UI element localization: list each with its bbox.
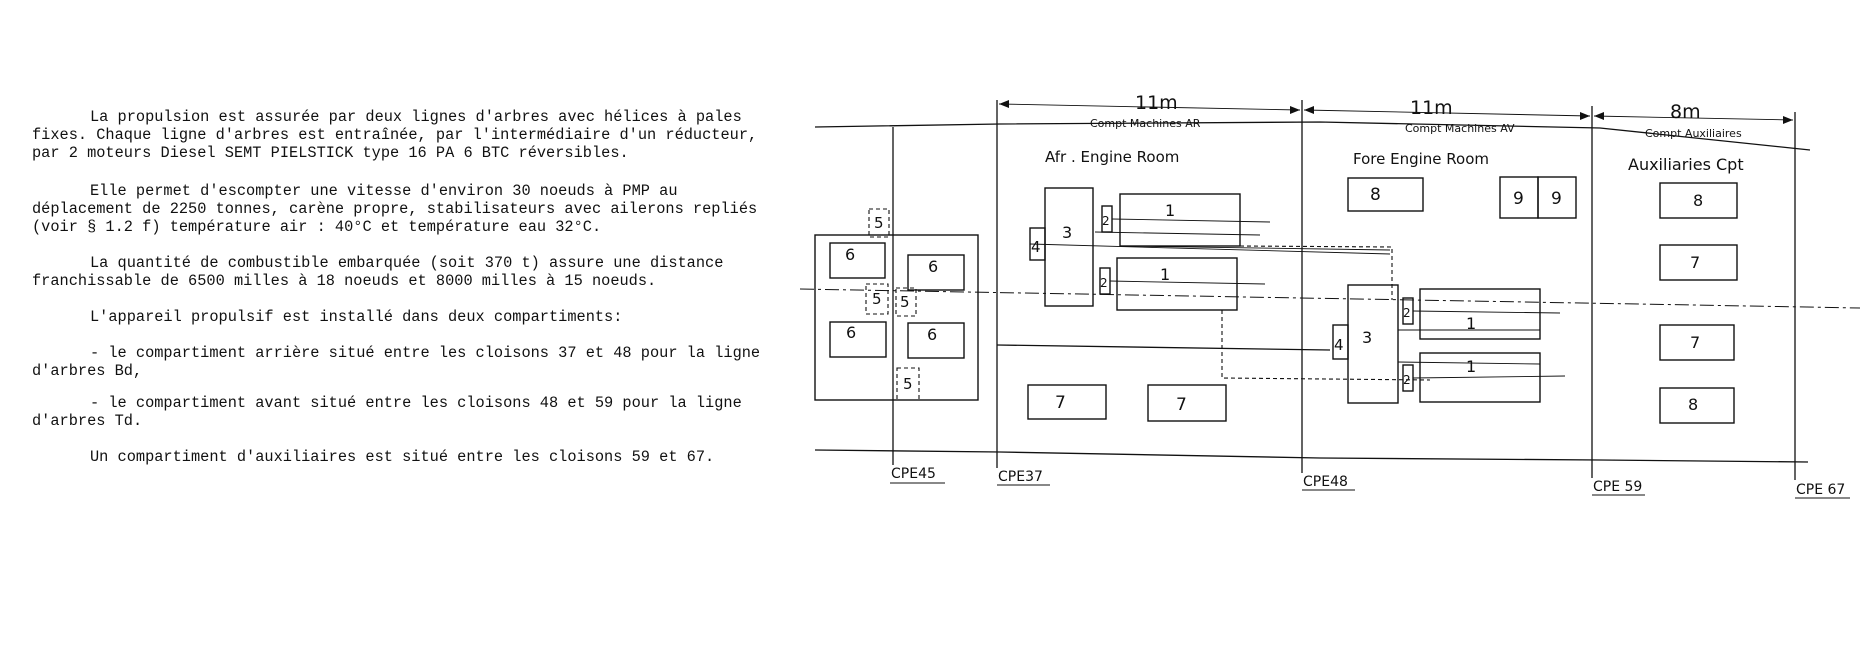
unit-4-label: 4 xyxy=(1031,238,1041,256)
dimension-aux: 8m xyxy=(1670,101,1701,123)
unit-5-label: 5 xyxy=(874,214,884,232)
paragraph-installation: L'appareil propulsif est installé dans d… xyxy=(90,308,623,326)
description-text: La propulsion est assurée par deux ligne… xyxy=(32,108,762,484)
reduction-gear-3-box xyxy=(1044,187,1094,307)
unit-6-box xyxy=(829,242,886,279)
unit-6-box xyxy=(829,321,887,358)
label-cpe37: CPE37 xyxy=(998,469,1043,485)
header-aux-compartment: Compt Auxiliaires xyxy=(1645,127,1742,140)
paragraph-propulsion: La propulsion est assurée par deux ligne… xyxy=(32,108,758,162)
unit-4-label: 4 xyxy=(1334,336,1344,354)
unit-8-box xyxy=(1659,182,1738,219)
stern-compartment-box xyxy=(814,234,979,401)
unit-5-box xyxy=(896,367,920,401)
unit-3-label: 3 xyxy=(1362,328,1372,347)
unit-7-label: 7 xyxy=(1176,395,1187,415)
unit-8-box xyxy=(1659,387,1735,424)
hull-bottom-line xyxy=(814,449,1809,463)
label-cpe67: CPE 67 xyxy=(1796,482,1845,498)
paragraph-fuel: La quantité de combustible embarquée (so… xyxy=(32,254,724,290)
unit-4-box xyxy=(1332,324,1349,360)
hull-top-line xyxy=(814,121,1811,151)
label-aft-engine-room: Afr . Engine Room xyxy=(1045,148,1179,166)
unit-5-box xyxy=(868,208,890,238)
label-auxiliaries-cpt: Auxiliaries Cpt xyxy=(1628,155,1744,174)
label-cpe48: CPE48 xyxy=(1303,474,1348,490)
unit-1-label: 1 xyxy=(1165,201,1175,220)
unit-7-label: 7 xyxy=(1690,333,1700,352)
unit-6-label: 6 xyxy=(845,245,855,264)
unit-7-label: 7 xyxy=(1690,253,1700,272)
unit-7-box xyxy=(1147,384,1227,422)
unit-2-label: 2 xyxy=(1403,306,1411,320)
unit-5-label: 5 xyxy=(903,375,913,393)
unit-5-label: 5 xyxy=(900,293,910,311)
unit-2-label: 2 xyxy=(1403,373,1411,387)
unit-6-box xyxy=(907,322,965,359)
label-cpe59: CPE 59 xyxy=(1593,479,1642,495)
unit-1-label: 1 xyxy=(1466,314,1476,333)
paragraph-auxiliary-compartment: Un compartiment d'auxiliaires est situé … xyxy=(90,448,715,466)
paragraph-aft-compartment: - le compartiment arrière situé entre le… xyxy=(32,344,761,380)
unit-9-label: 9 xyxy=(1513,189,1524,209)
unit-2-label: 2 xyxy=(1102,214,1110,228)
dimension-arrows xyxy=(998,100,1794,124)
paragraph-speed: Elle permet d'escompter une vitesse d'en… xyxy=(32,182,758,236)
unit-7-box xyxy=(1027,384,1107,420)
unit-9-label: 9 xyxy=(1551,189,1562,209)
unit-7-box xyxy=(1659,244,1738,281)
dimension-aft: 11m xyxy=(1135,92,1178,114)
reduction-gear-3-box xyxy=(1347,284,1399,404)
unit-5-label: 5 xyxy=(872,290,882,308)
unit-1-label: 1 xyxy=(1466,357,1476,376)
diesel-engine-1-box xyxy=(1119,193,1241,247)
header-aft-compartment: Compt Machines AR xyxy=(1090,117,1201,130)
unit-6-label: 6 xyxy=(846,323,856,342)
unit-2-label: 2 xyxy=(1100,276,1108,290)
unit-1-label: 1 xyxy=(1160,265,1170,284)
centerline xyxy=(799,288,1861,309)
diesel-engine-1-box xyxy=(1419,288,1541,340)
dimension-fore: 11m xyxy=(1410,97,1453,119)
unit-9-box xyxy=(1537,176,1577,219)
diesel-engine-1-box xyxy=(1116,257,1238,311)
unit-6-label: 6 xyxy=(928,257,938,276)
paragraph-fore-compartment: - le compartiment avant situé entre les … xyxy=(32,394,742,430)
unit-5-box xyxy=(895,287,917,317)
unit-8-box xyxy=(1347,177,1424,212)
label-cpe45: CPE45 xyxy=(891,466,936,482)
unit-6-label: 6 xyxy=(927,325,937,344)
unit-8-label: 8 xyxy=(1370,185,1381,205)
unit-3-label: 3 xyxy=(1062,223,1072,242)
unit-7-box xyxy=(1659,324,1735,361)
unit-8-label: 8 xyxy=(1688,395,1698,414)
unit-6-box xyxy=(907,254,965,291)
unit-7-label: 7 xyxy=(1055,393,1066,413)
unit-8-label: 8 xyxy=(1693,191,1703,210)
unit-5-box xyxy=(865,283,889,315)
header-fore-compartment: Compt Machines AV xyxy=(1405,122,1515,135)
label-fore-engine-room: Fore Engine Room xyxy=(1353,150,1489,168)
